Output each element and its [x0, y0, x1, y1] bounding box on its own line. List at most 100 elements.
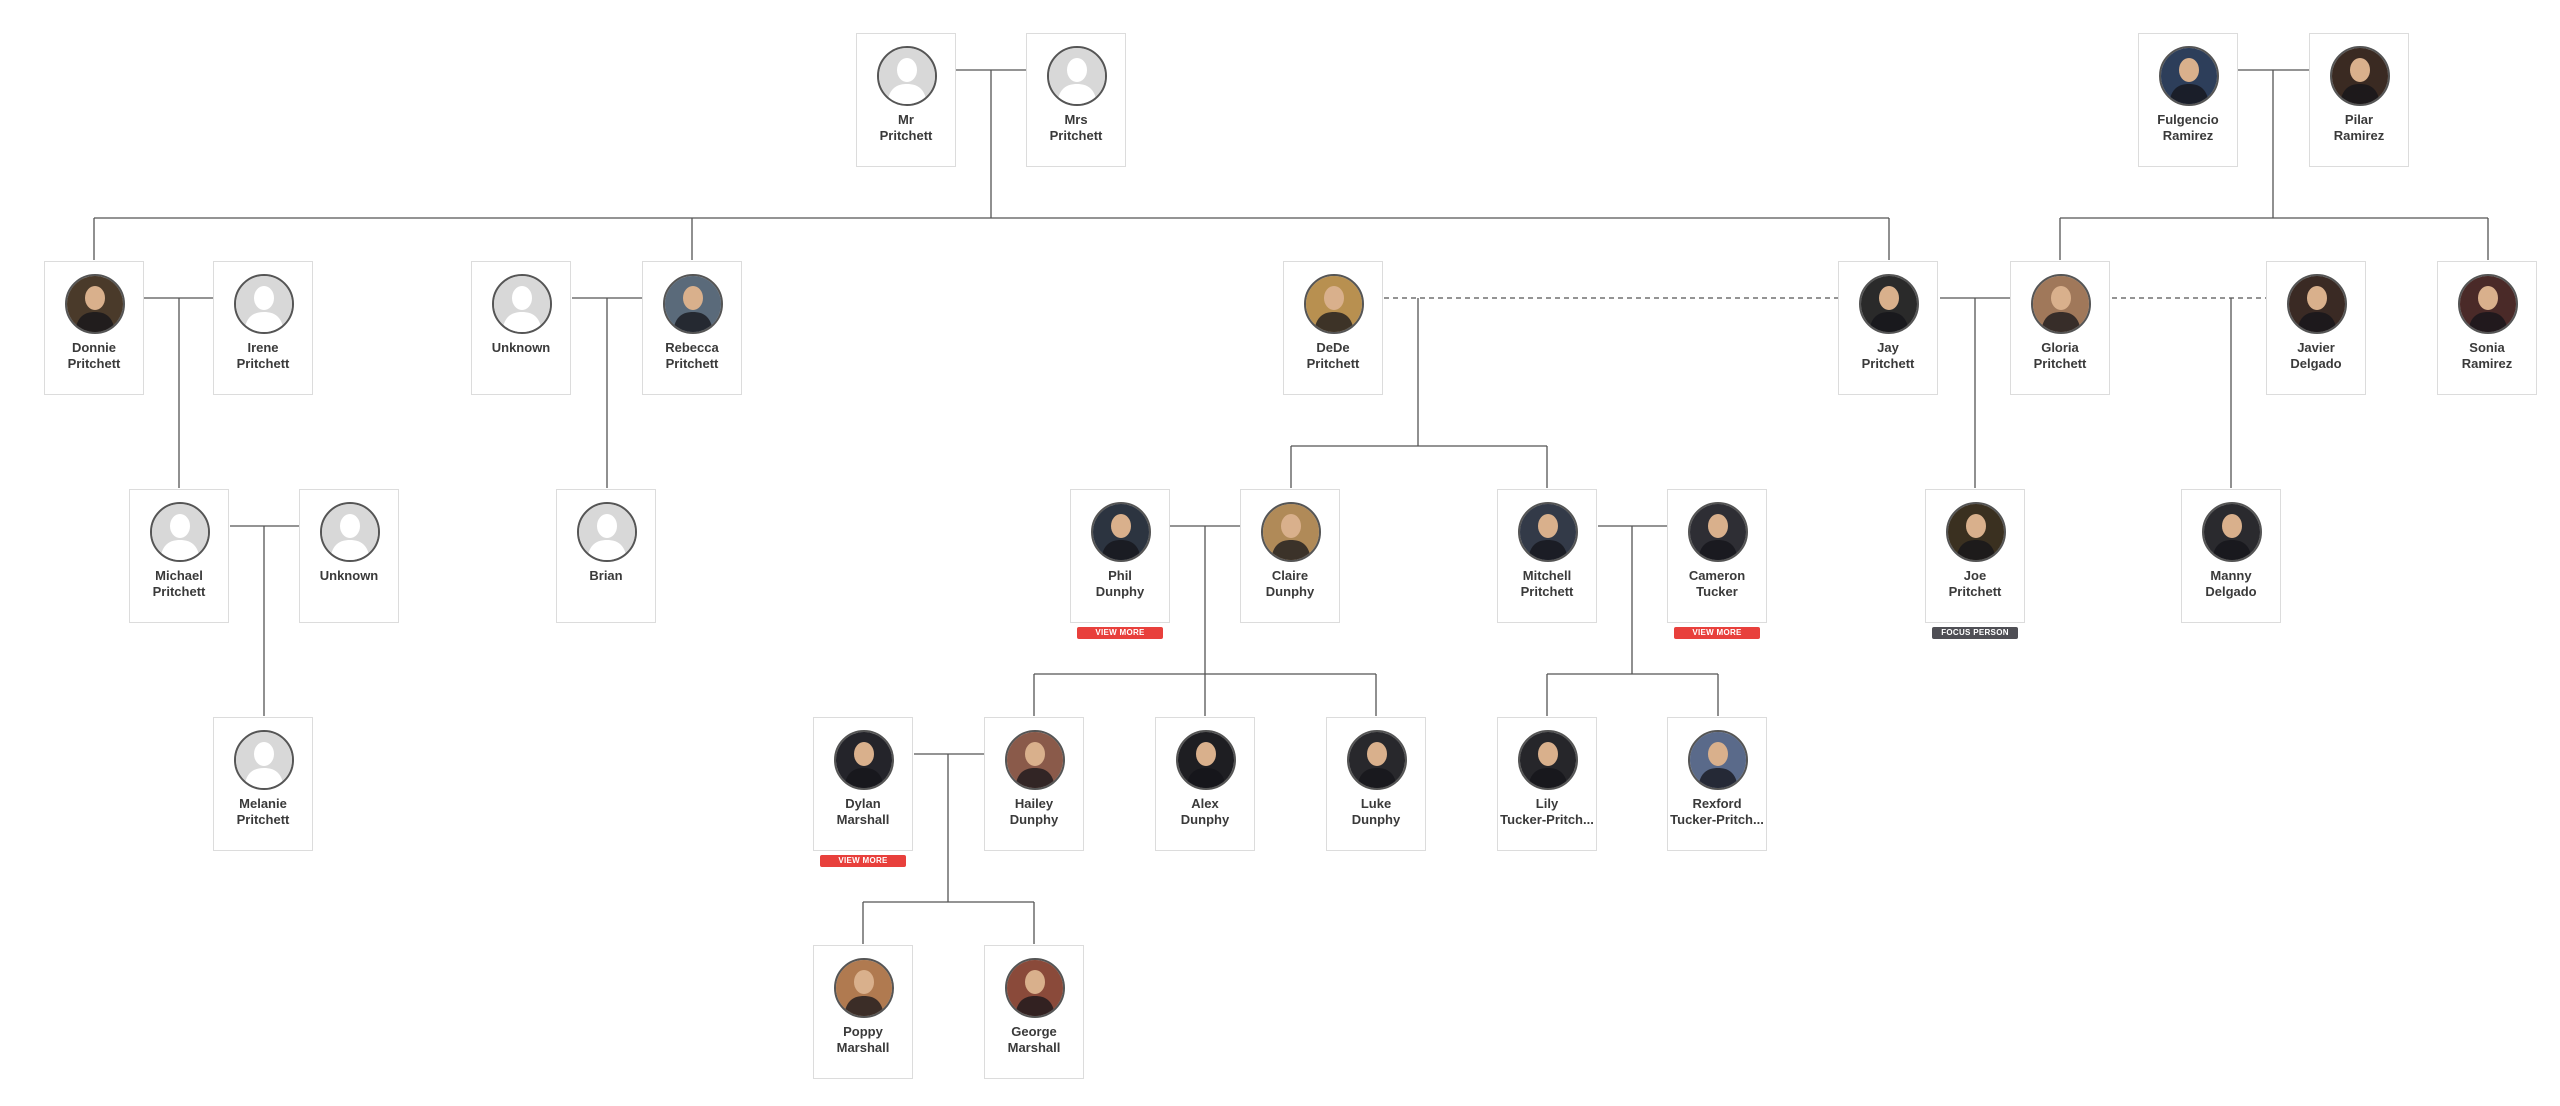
avatar — [65, 274, 125, 334]
first-name: Poppy — [843, 1024, 883, 1039]
avatar — [877, 46, 937, 106]
avatar — [1518, 502, 1578, 562]
portrait-icon — [2332, 48, 2388, 104]
avatar — [492, 274, 552, 334]
avatar — [234, 730, 294, 790]
view-more-button[interactable]: VIEW MORE — [820, 855, 906, 867]
avatar — [1688, 730, 1748, 790]
portrait-icon — [1178, 732, 1234, 788]
last-name: Pritchett — [1948, 584, 2002, 599]
last-name: Pritchett — [1306, 356, 1360, 371]
avatar — [1005, 958, 1065, 1018]
portrait-icon — [1306, 276, 1362, 332]
last-name: Pritchett — [2033, 356, 2087, 371]
portrait-icon — [2289, 276, 2345, 332]
person-placeholder-icon — [494, 276, 550, 332]
portrait-icon — [1520, 732, 1576, 788]
first-name: Gloria — [2041, 340, 2079, 355]
avatar — [2458, 274, 2518, 334]
avatar — [150, 502, 210, 562]
first-name: Unknown — [491, 340, 551, 355]
person-card-brian[interactable]: Brian — [556, 489, 656, 623]
portrait-icon — [665, 276, 721, 332]
portrait-icon — [1861, 276, 1917, 332]
first-name: Joe — [1963, 568, 1987, 583]
first-name: Rexford — [1692, 796, 1742, 811]
person-card-unknown2[interactable]: Unknown — [299, 489, 399, 623]
first-name: Pilar — [2344, 112, 2374, 127]
view-more-button[interactable]: VIEW MORE — [1674, 627, 1760, 639]
avatar — [1176, 730, 1236, 790]
avatar — [1347, 730, 1407, 790]
first-name: George — [1011, 1024, 1057, 1039]
first-name: Phil — [1108, 568, 1132, 583]
portrait-icon — [1007, 732, 1063, 788]
person-card-unknown1[interactable]: Unknown — [471, 261, 571, 395]
portrait-icon — [1349, 732, 1405, 788]
first-name: Michael — [155, 568, 203, 583]
last-name: Marshall — [836, 812, 890, 827]
portrait-icon — [1690, 732, 1746, 788]
view-more-button[interactable]: VIEW MORE — [1077, 627, 1163, 639]
avatar — [2287, 274, 2347, 334]
last-name: Pritchett — [236, 812, 290, 827]
portrait-icon — [2204, 504, 2260, 560]
person-placeholder-icon — [1049, 48, 1105, 104]
avatar — [1859, 274, 1919, 334]
avatar — [2159, 46, 2219, 106]
person-placeholder-icon — [152, 504, 208, 560]
person-name: Brian — [559, 568, 653, 584]
avatar — [1688, 502, 1748, 562]
last-name: Dunphy — [1180, 812, 1230, 827]
avatar — [234, 274, 294, 334]
portrait-icon — [1263, 504, 1319, 560]
portrait-icon — [2161, 48, 2217, 104]
avatar — [2202, 502, 2262, 562]
person-name: Unknown — [474, 340, 568, 356]
portrait-icon — [1093, 504, 1149, 560]
portrait-icon — [836, 960, 892, 1016]
last-name: Pritchett — [665, 356, 719, 371]
